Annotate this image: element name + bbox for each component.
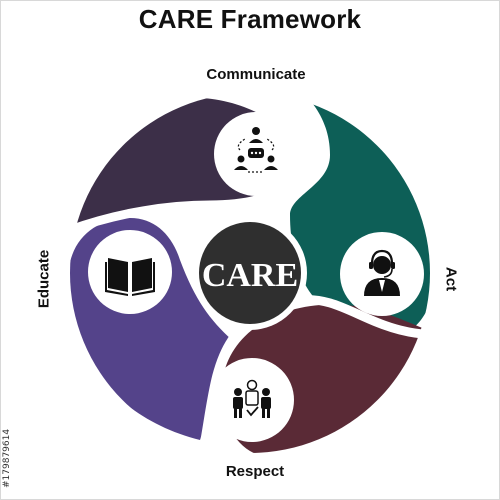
center-disk [199,222,301,324]
label-communicate: Communicate [206,66,306,83]
diagram-title: CARE Framework [138,4,362,34]
icon-disk-respect [210,358,294,442]
icon-disk-educate [88,230,172,314]
label-respect: Respect [225,463,285,480]
support-agent-headset-icon [364,249,400,296]
people-network-chat-icon [234,127,278,173]
watermark-id: #179879614 [2,428,12,488]
center-label: CARE [202,257,298,294]
open-book-icon [105,258,155,296]
group-respect-icon [233,379,271,418]
